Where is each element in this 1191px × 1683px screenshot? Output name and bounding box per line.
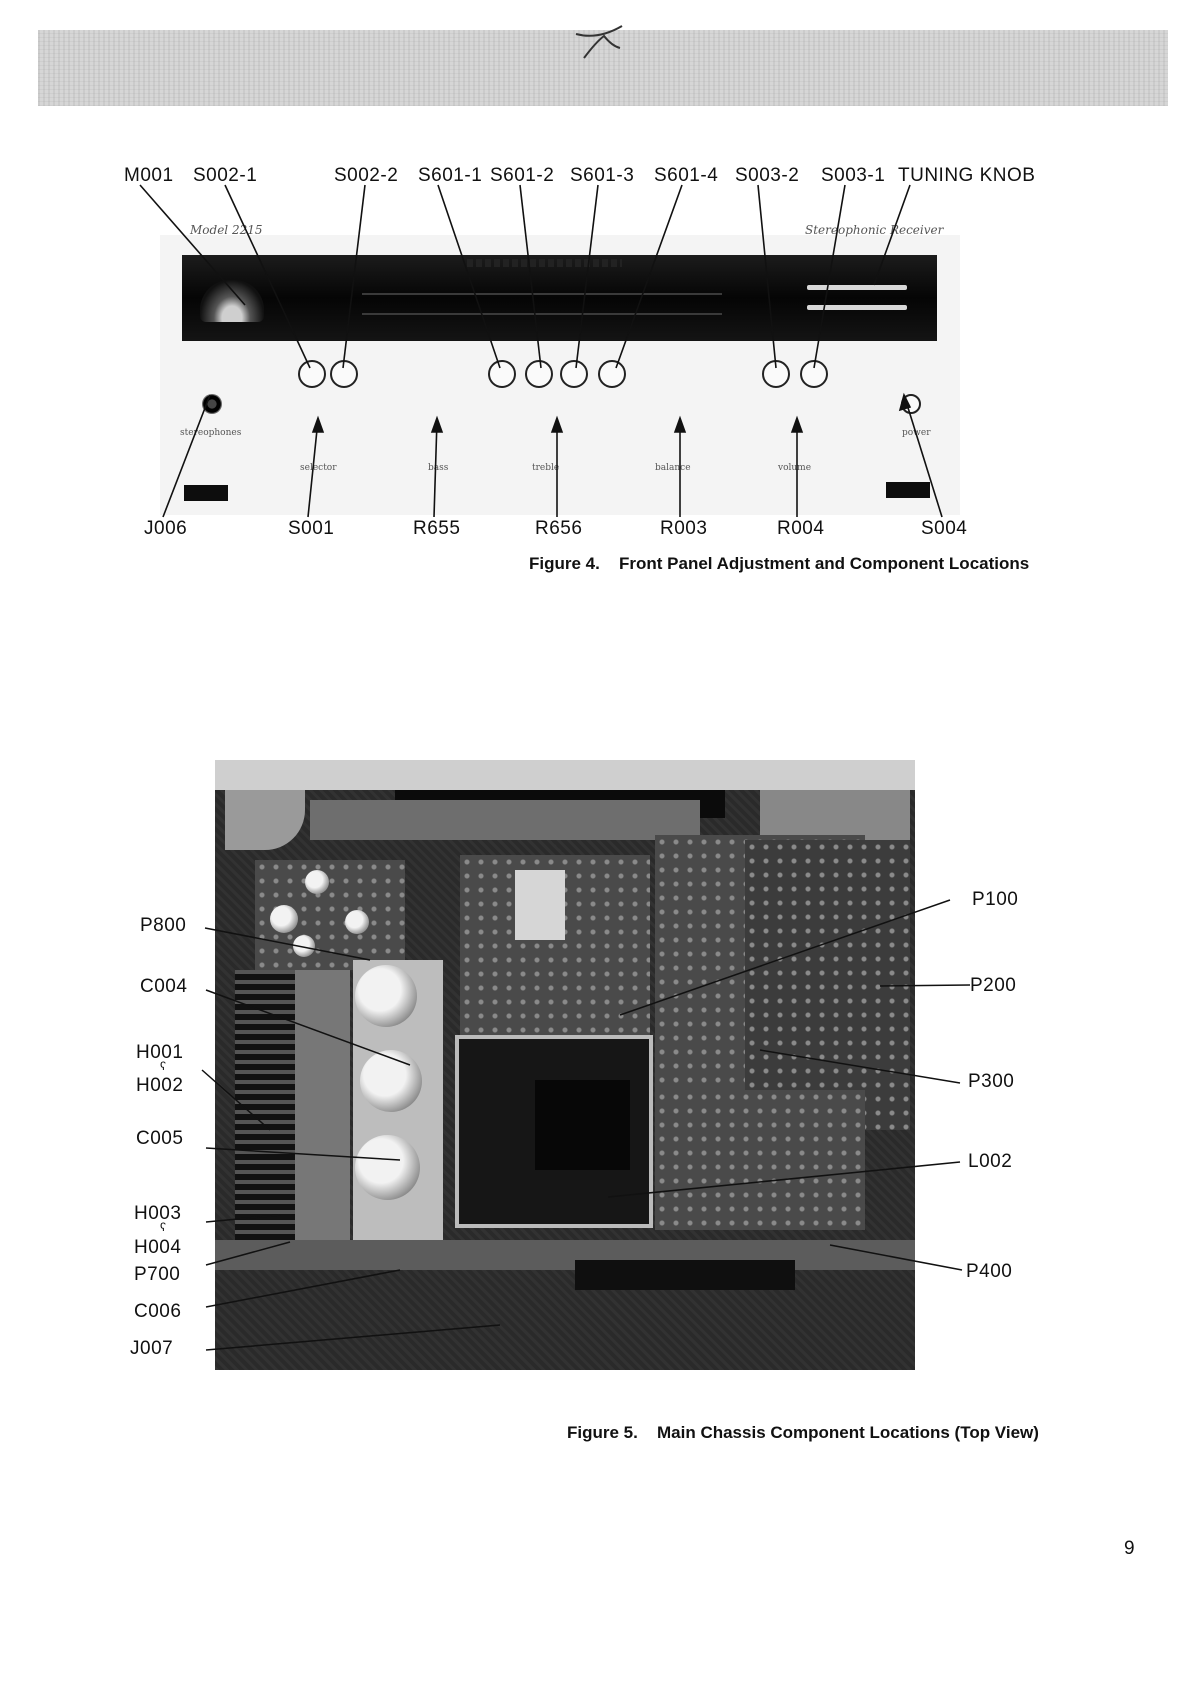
p700-board bbox=[295, 970, 350, 1250]
label-p700: P700 bbox=[134, 1264, 181, 1285]
figure5-caption-number: Figure 5. bbox=[567, 1423, 638, 1442]
knob-s601-3 bbox=[560, 360, 588, 388]
label-s601-3: S601-3 bbox=[570, 165, 635, 186]
label-tuning-knob: TUNING KNOB bbox=[898, 165, 1036, 186]
cap-small-3 bbox=[345, 910, 369, 934]
dial-scale-top bbox=[362, 293, 722, 295]
label-s003-2: S003-2 bbox=[735, 165, 800, 186]
label-s003-1: S003-1 bbox=[821, 165, 886, 186]
cap-c005 bbox=[360, 1050, 422, 1112]
label-s601-2: S601-2 bbox=[490, 165, 555, 186]
text-bass: bass bbox=[428, 463, 449, 473]
label-c004: C004 bbox=[140, 976, 188, 997]
dial-scale-bottom bbox=[362, 313, 722, 315]
label-p400: P400 bbox=[966, 1261, 1013, 1282]
panel-foot-right bbox=[886, 482, 930, 498]
tilde-mark-2: ʕ bbox=[160, 1220, 167, 1234]
label-h003: H003 bbox=[134, 1203, 182, 1224]
cap-small-4 bbox=[293, 935, 315, 957]
label-h002: H002 bbox=[136, 1075, 184, 1096]
knob-s002-1 bbox=[298, 360, 326, 388]
board-p400 bbox=[655, 1090, 865, 1230]
label-r655: R655 bbox=[413, 518, 461, 539]
stereophonic-script: Stereophonic Receiver bbox=[805, 223, 944, 237]
knob-s601-2 bbox=[525, 360, 553, 388]
knob-s601-1 bbox=[488, 360, 516, 388]
text-volume: volume bbox=[778, 463, 812, 473]
chassis-top-rail bbox=[215, 760, 915, 790]
label-s002-2: S002-2 bbox=[334, 165, 399, 186]
transformer-core bbox=[535, 1080, 630, 1170]
figure5-caption: Figure 5. Main Chassis Component Location… bbox=[567, 1423, 1039, 1443]
dial-assembly bbox=[310, 800, 700, 840]
label-s601-1: S601-1 bbox=[418, 165, 483, 186]
dial-window bbox=[182, 255, 937, 341]
text-treble: treble bbox=[532, 463, 560, 473]
knob-s003-2 bbox=[762, 360, 790, 388]
label-s001: S001 bbox=[288, 518, 335, 539]
tuner-pointer-top bbox=[807, 285, 907, 290]
rear-panel bbox=[215, 1240, 915, 1270]
board-p200 bbox=[745, 840, 910, 1130]
tuner-pointer-bottom bbox=[807, 305, 907, 310]
page-number: 9 bbox=[1124, 1538, 1135, 1559]
cap-c004 bbox=[355, 965, 417, 1027]
knob-s601-4 bbox=[598, 360, 626, 388]
cap-small-1 bbox=[305, 870, 329, 894]
front-panel-photo: Model 2215 Stereophonic Receiver stereop… bbox=[160, 223, 960, 515]
label-h001: H001 bbox=[136, 1042, 184, 1063]
label-r003: R003 bbox=[660, 518, 708, 539]
text-balance: balance bbox=[655, 463, 691, 473]
scan-header-band bbox=[38, 30, 1168, 106]
label-s601-4: S601-4 bbox=[654, 165, 719, 186]
label-m001: M001 bbox=[124, 165, 174, 186]
text-selector: selector bbox=[300, 463, 337, 473]
label-j007: J007 bbox=[130, 1338, 174, 1359]
figure4-caption-text: Front Panel Adjustment and Component Loc… bbox=[619, 554, 1030, 573]
figure4-caption: Figure 4. Front Panel Adjustment and Comp… bbox=[529, 554, 1029, 574]
figure4-leader-lines bbox=[139, 184, 943, 518]
label-l002: L002 bbox=[968, 1151, 1013, 1172]
cap-c006 bbox=[355, 1135, 420, 1200]
chassis-photo bbox=[215, 760, 915, 1370]
label-s004: S004 bbox=[921, 518, 968, 539]
brand-logo bbox=[467, 259, 622, 267]
label-p200: P200 bbox=[970, 975, 1017, 996]
label-c006: C006 bbox=[134, 1301, 182, 1322]
tuning-meter bbox=[200, 280, 264, 322]
figure4-caption-number: Figure 4. bbox=[529, 554, 600, 573]
figure5-caption-text: Main Chassis Component Locations (Top Vi… bbox=[657, 1423, 1039, 1442]
cap-small-2 bbox=[270, 905, 298, 933]
tilde-mark-1: ʕ bbox=[160, 1059, 167, 1073]
rear-socket-strip bbox=[575, 1260, 795, 1290]
label-c005: C005 bbox=[136, 1128, 184, 1149]
text-stereophones: stereophones bbox=[180, 428, 242, 438]
knob-s002-2 bbox=[330, 360, 358, 388]
label-j006: J006 bbox=[144, 518, 188, 539]
label-r004: R004 bbox=[777, 518, 825, 539]
label-p100: P100 bbox=[972, 889, 1019, 910]
label-r656: R656 bbox=[535, 518, 583, 539]
label-s002-1: S002-1 bbox=[193, 165, 258, 186]
label-p300: P300 bbox=[968, 1071, 1015, 1092]
headphone-jack bbox=[202, 394, 222, 414]
figure5-leader-lines bbox=[201, 899, 971, 1351]
panel-foot-left bbox=[184, 485, 228, 501]
label-p800: P800 bbox=[140, 915, 187, 936]
label-h004: H004 bbox=[134, 1237, 182, 1258]
scan-mark bbox=[575, 25, 623, 59]
center-component bbox=[515, 870, 565, 940]
